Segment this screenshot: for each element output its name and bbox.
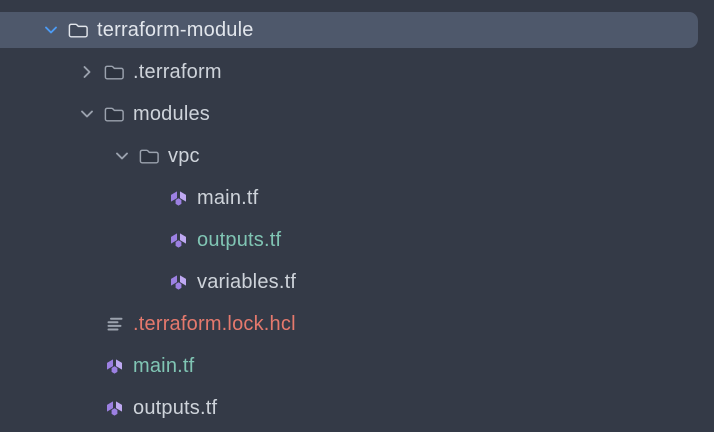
tree-item-dot-terraform[interactable]: .terraform <box>0 51 714 93</box>
chevron-down-icon[interactable] <box>40 23 61 37</box>
terraform-file-icon <box>168 274 189 291</box>
tree-item-label: vpc <box>168 144 200 167</box>
chevron-right-icon[interactable] <box>76 65 97 79</box>
tree-item-label: .terraform.lock.hcl <box>133 312 296 335</box>
tree-item-label: terraform-module <box>97 18 254 41</box>
chevron-down-icon[interactable] <box>76 107 97 121</box>
folder-icon <box>68 21 89 40</box>
tree-item-vpc[interactable]: vpc <box>0 135 714 177</box>
tree-item-label: variables.tf <box>197 270 297 293</box>
tree-item-vpc-variables-tf[interactable]: variables.tf <box>0 261 714 303</box>
terraform-file-icon <box>104 400 125 417</box>
tree-item-modules[interactable]: modules <box>0 93 714 135</box>
folder-icon <box>139 147 160 166</box>
tree-item-label: main.tf <box>197 186 259 209</box>
terraform-file-icon <box>168 232 189 249</box>
tree-item-terraform-module[interactable]: terraform-module <box>0 12 698 48</box>
tree-item-label: outputs.tf <box>133 396 218 419</box>
tree-item-vpc-outputs-tf[interactable]: outputs.tf <box>0 219 714 261</box>
text-file-icon <box>104 315 125 333</box>
tree-item-label: outputs.tf <box>197 228 282 251</box>
tree-item-main-tf[interactable]: main.tf <box>0 345 714 387</box>
chevron-down-icon[interactable] <box>111 149 132 163</box>
tree-item-label: modules <box>133 102 210 125</box>
folder-icon <box>104 63 125 82</box>
tree-item-label: .terraform <box>133 60 222 83</box>
terraform-file-icon <box>104 358 125 375</box>
terraform-file-icon <box>168 190 189 207</box>
tree-item-outputs-tf[interactable]: outputs.tf <box>0 387 714 429</box>
folder-icon <box>104 105 125 124</box>
tree-item-label: main.tf <box>133 354 195 377</box>
tree-item-terraform-lock-hcl[interactable]: .terraform.lock.hcl <box>0 303 714 345</box>
tree-item-vpc-main-tf[interactable]: main.tf <box>0 177 714 219</box>
